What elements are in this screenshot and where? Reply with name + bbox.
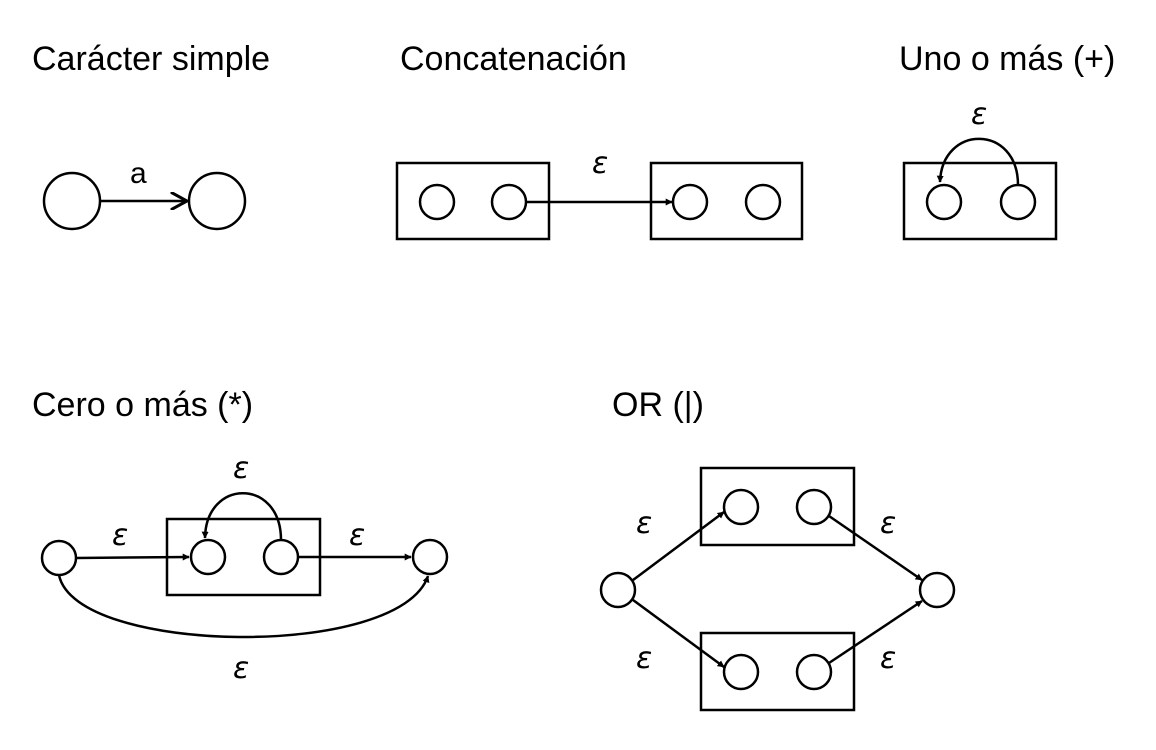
or-top-box — [699, 466, 856, 547]
or-bottom-out-label: ε — [880, 641, 896, 676]
simple-start-state — [42, 171, 102, 231]
plus-start-state — [925, 183, 963, 221]
or-bottom-start-state — [722, 653, 760, 691]
star-inner-end-state — [262, 538, 300, 576]
concatenation-title: Concatenación — [400, 40, 627, 78]
or-end-state — [918, 571, 956, 609]
or-top-end-state — [795, 488, 833, 526]
or-bottom-in-label: ε — [636, 641, 652, 676]
star-in-arrow — [75, 553, 190, 561]
star-skip-label: ε — [233, 651, 249, 686]
or-top-in-arrow — [632, 510, 725, 582]
star-skip-arrow — [57, 574, 430, 639]
star-loop-label: ε — [233, 451, 249, 486]
plus-loop-label: ε — [971, 97, 987, 132]
concat-epsilon-label: ε — [592, 146, 608, 181]
or-start-state — [599, 571, 637, 609]
or-top-start-state — [722, 488, 760, 526]
plus-box — [902, 161, 1058, 241]
simple-character-title: Carácter simple — [32, 40, 270, 78]
plus-end-state — [999, 183, 1037, 221]
zero-or-more-title: Cero o más (*) — [32, 386, 253, 424]
star-inner-start-state — [189, 538, 227, 576]
one-or-more-diagram: Uno o más (+) ε — [899, 40, 1115, 241]
plus-loop-arrow — [936, 137, 1020, 186]
or-diagram: OR (|) ε ε ε ε — [599, 386, 956, 712]
star-end-state — [411, 538, 449, 576]
simple-transition-label: a — [130, 157, 147, 190]
or-bottom-in-arrow — [632, 598, 725, 669]
concat-right-start-state — [671, 183, 709, 221]
one-or-more-title: Uno o más (+) — [899, 40, 1115, 78]
concat-left-end-state — [490, 183, 528, 221]
or-title: OR (|) — [612, 386, 704, 424]
simple-character-diagram: Carácter simple a — [32, 40, 270, 231]
star-in-label: ε — [112, 518, 128, 553]
zero-or-more-diagram: Cero o más (*) ε ε ε ε — [32, 386, 449, 686]
or-bottom-end-state — [795, 653, 833, 691]
or-top-out-label: ε — [880, 506, 896, 541]
concat-right-end-state — [744, 183, 782, 221]
concatenation-diagram: Concatenación ε — [395, 40, 804, 241]
or-top-in-label: ε — [636, 506, 652, 541]
or-bottom-box — [699, 631, 856, 712]
simple-end-state — [187, 171, 247, 231]
concat-left-start-state — [418, 183, 456, 221]
or-top-out-arrow — [828, 514, 923, 582]
star-start-state — [40, 539, 78, 577]
or-bottom-out-arrow — [828, 599, 923, 665]
star-out-label: ε — [349, 518, 365, 553]
star-loop-arrow — [201, 492, 283, 541]
